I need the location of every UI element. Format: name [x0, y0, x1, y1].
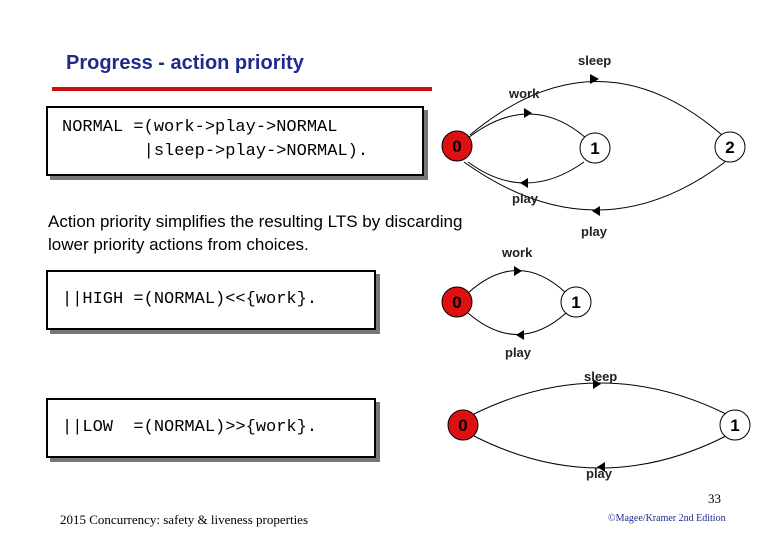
- high-play-edge: [467, 312, 567, 335]
- title-underline: [52, 87, 432, 91]
- normal-work-edge: [467, 113, 587, 139]
- normal-play-outer-arrow: [592, 206, 600, 216]
- normal-work-arrow: [524, 108, 532, 118]
- slide-title: Progress - action priority: [66, 52, 304, 74]
- low-code-line: ||LOW =(NORMAL)>>{work}.: [62, 418, 318, 437]
- low-code-box: ||LOW =(NORMAL)>>{work}.: [46, 398, 376, 458]
- high-state-0: [441, 286, 473, 318]
- normal-code-line-1: NORMAL =(work->play->NORMAL: [62, 118, 338, 137]
- normal-state-0: [441, 130, 473, 162]
- low-lts: sleep play 0 1: [447, 369, 751, 481]
- low-state-0: [447, 409, 479, 441]
- normal-state-2-label: 2: [725, 138, 734, 157]
- low-sleep-label: sleep: [584, 369, 617, 384]
- normal-state-1-label: 1: [590, 139, 599, 158]
- footer-course-title: 2015 Concurrency: safety & liveness prop…: [60, 512, 309, 527]
- normal-sleep-arrow: [590, 74, 599, 84]
- high-work-arrow: [514, 266, 522, 276]
- low-state-0-label: 0: [458, 416, 467, 435]
- low-play-label: play: [586, 466, 613, 481]
- normal-code-box: NORMAL =(work->play->NORMAL |sleep->play…: [46, 106, 424, 176]
- high-state-1-label: 1: [571, 293, 580, 312]
- normal-state-1: [579, 132, 611, 164]
- normal-play-outer-label: play: [581, 224, 608, 239]
- explanation-paragraph: Action priority simplifies the resulting…: [48, 212, 463, 254]
- normal-sleep-edge: [469, 81, 723, 136]
- low-play-edge: [473, 435, 727, 469]
- low-sleep-edge: [473, 382, 727, 415]
- page-number: 33: [708, 491, 721, 506]
- high-play-label: play: [505, 345, 532, 360]
- normal-work-label: work: [508, 86, 540, 101]
- high-code-line: ||HIGH =(NORMAL)<<{work}.: [62, 290, 318, 309]
- normal-state-2: [714, 131, 746, 163]
- high-play-arrow: [516, 330, 524, 340]
- normal-code-line-2: |sleep->play->NORMAL).: [62, 142, 369, 161]
- normal-play-inner-label: play: [512, 191, 539, 206]
- normal-sleep-label: sleep: [578, 53, 611, 68]
- normal-state-0-label: 0: [452, 137, 461, 156]
- low-state-1-label: 1: [730, 416, 739, 435]
- normal-lts: sleep work play play 0 1 2: [441, 53, 746, 239]
- normal-play-inner-arrow: [520, 178, 528, 188]
- high-code-box: ||HIGH =(NORMAL)<<{work}.: [46, 270, 376, 330]
- high-state-1: [560, 286, 592, 318]
- high-lts: work play 0 1: [441, 245, 592, 360]
- normal-play-outer-edge: [463, 161, 726, 211]
- footer-copyright: ©Magee/Kramer 2nd Edition: [608, 513, 726, 524]
- low-state-1: [719, 409, 751, 441]
- low-sleep-arrow: [593, 379, 601, 389]
- high-state-0-label: 0: [452, 293, 461, 312]
- high-work-label: work: [501, 245, 533, 260]
- low-play-arrow: [597, 462, 605, 472]
